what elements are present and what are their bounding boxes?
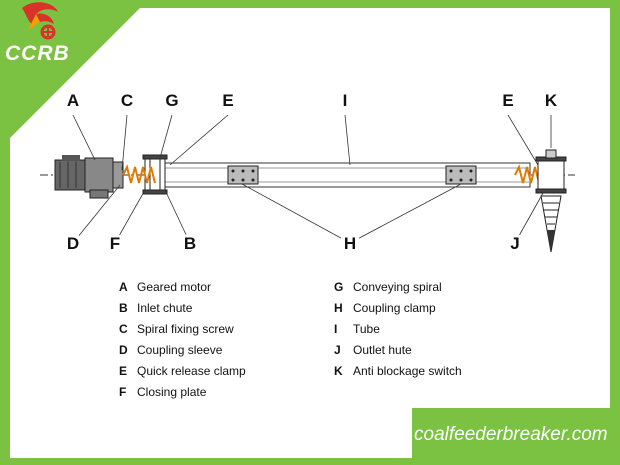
legend-key: I [334, 322, 338, 336]
callout-b: B [178, 234, 202, 258]
outlet-chute [535, 149, 567, 194]
geared-motor [54, 155, 124, 199]
legend-label: Closing plate [137, 385, 207, 399]
legend-label: Anti blockage switch [353, 364, 462, 378]
website-url: coalfeederbreaker.com [414, 424, 608, 445]
legend-label: Coupling clamp [353, 301, 436, 315]
legend-key: J [334, 343, 341, 357]
legend-label: Tube [353, 322, 380, 336]
callout-e-right: E [496, 91, 520, 115]
conveying-spiral-left [122, 164, 156, 184]
legend-label: Spiral fixing screw [137, 322, 234, 336]
legend-key: A [119, 280, 128, 294]
legend-label: Conveying spiral [353, 280, 442, 294]
callout-e-left: E [216, 91, 240, 115]
url-banner [412, 408, 620, 465]
legend-key: G [334, 280, 344, 294]
ccrb-logo-icon [22, 2, 58, 40]
callout-g: G [160, 91, 184, 115]
legend-label: Coupling sleeve [137, 343, 223, 357]
callout-i: I [333, 91, 357, 115]
callout-k: K [539, 91, 563, 115]
legend-label: Inlet chute [137, 301, 193, 315]
callout-f: F [103, 234, 127, 258]
legend-label: Quick release clamp [137, 364, 246, 378]
callout-h: H [338, 234, 362, 258]
inlet-chute [142, 154, 168, 195]
coupling-clamp-right [445, 165, 477, 185]
legend-key: H [334, 301, 343, 315]
callout-j: J [503, 234, 527, 258]
legend-key: K [334, 364, 343, 378]
legend-key: F [119, 385, 127, 399]
outlet-hute-cone [540, 195, 562, 253]
legend-key: E [119, 364, 128, 378]
brand-name: CCRB [5, 42, 70, 65]
legend-key: B [119, 301, 128, 315]
legend-key: C [119, 322, 128, 336]
legend-label: Geared motor [137, 280, 212, 294]
white-panel [10, 8, 610, 458]
legend-key: D [119, 343, 128, 357]
legend-label: Outlet hute [353, 343, 412, 357]
panel-background [10, 8, 610, 458]
callout-c: C [115, 91, 139, 115]
callout-a: A [61, 91, 85, 115]
coupling-clamp-left [227, 165, 259, 185]
callout-d: D [61, 234, 85, 258]
